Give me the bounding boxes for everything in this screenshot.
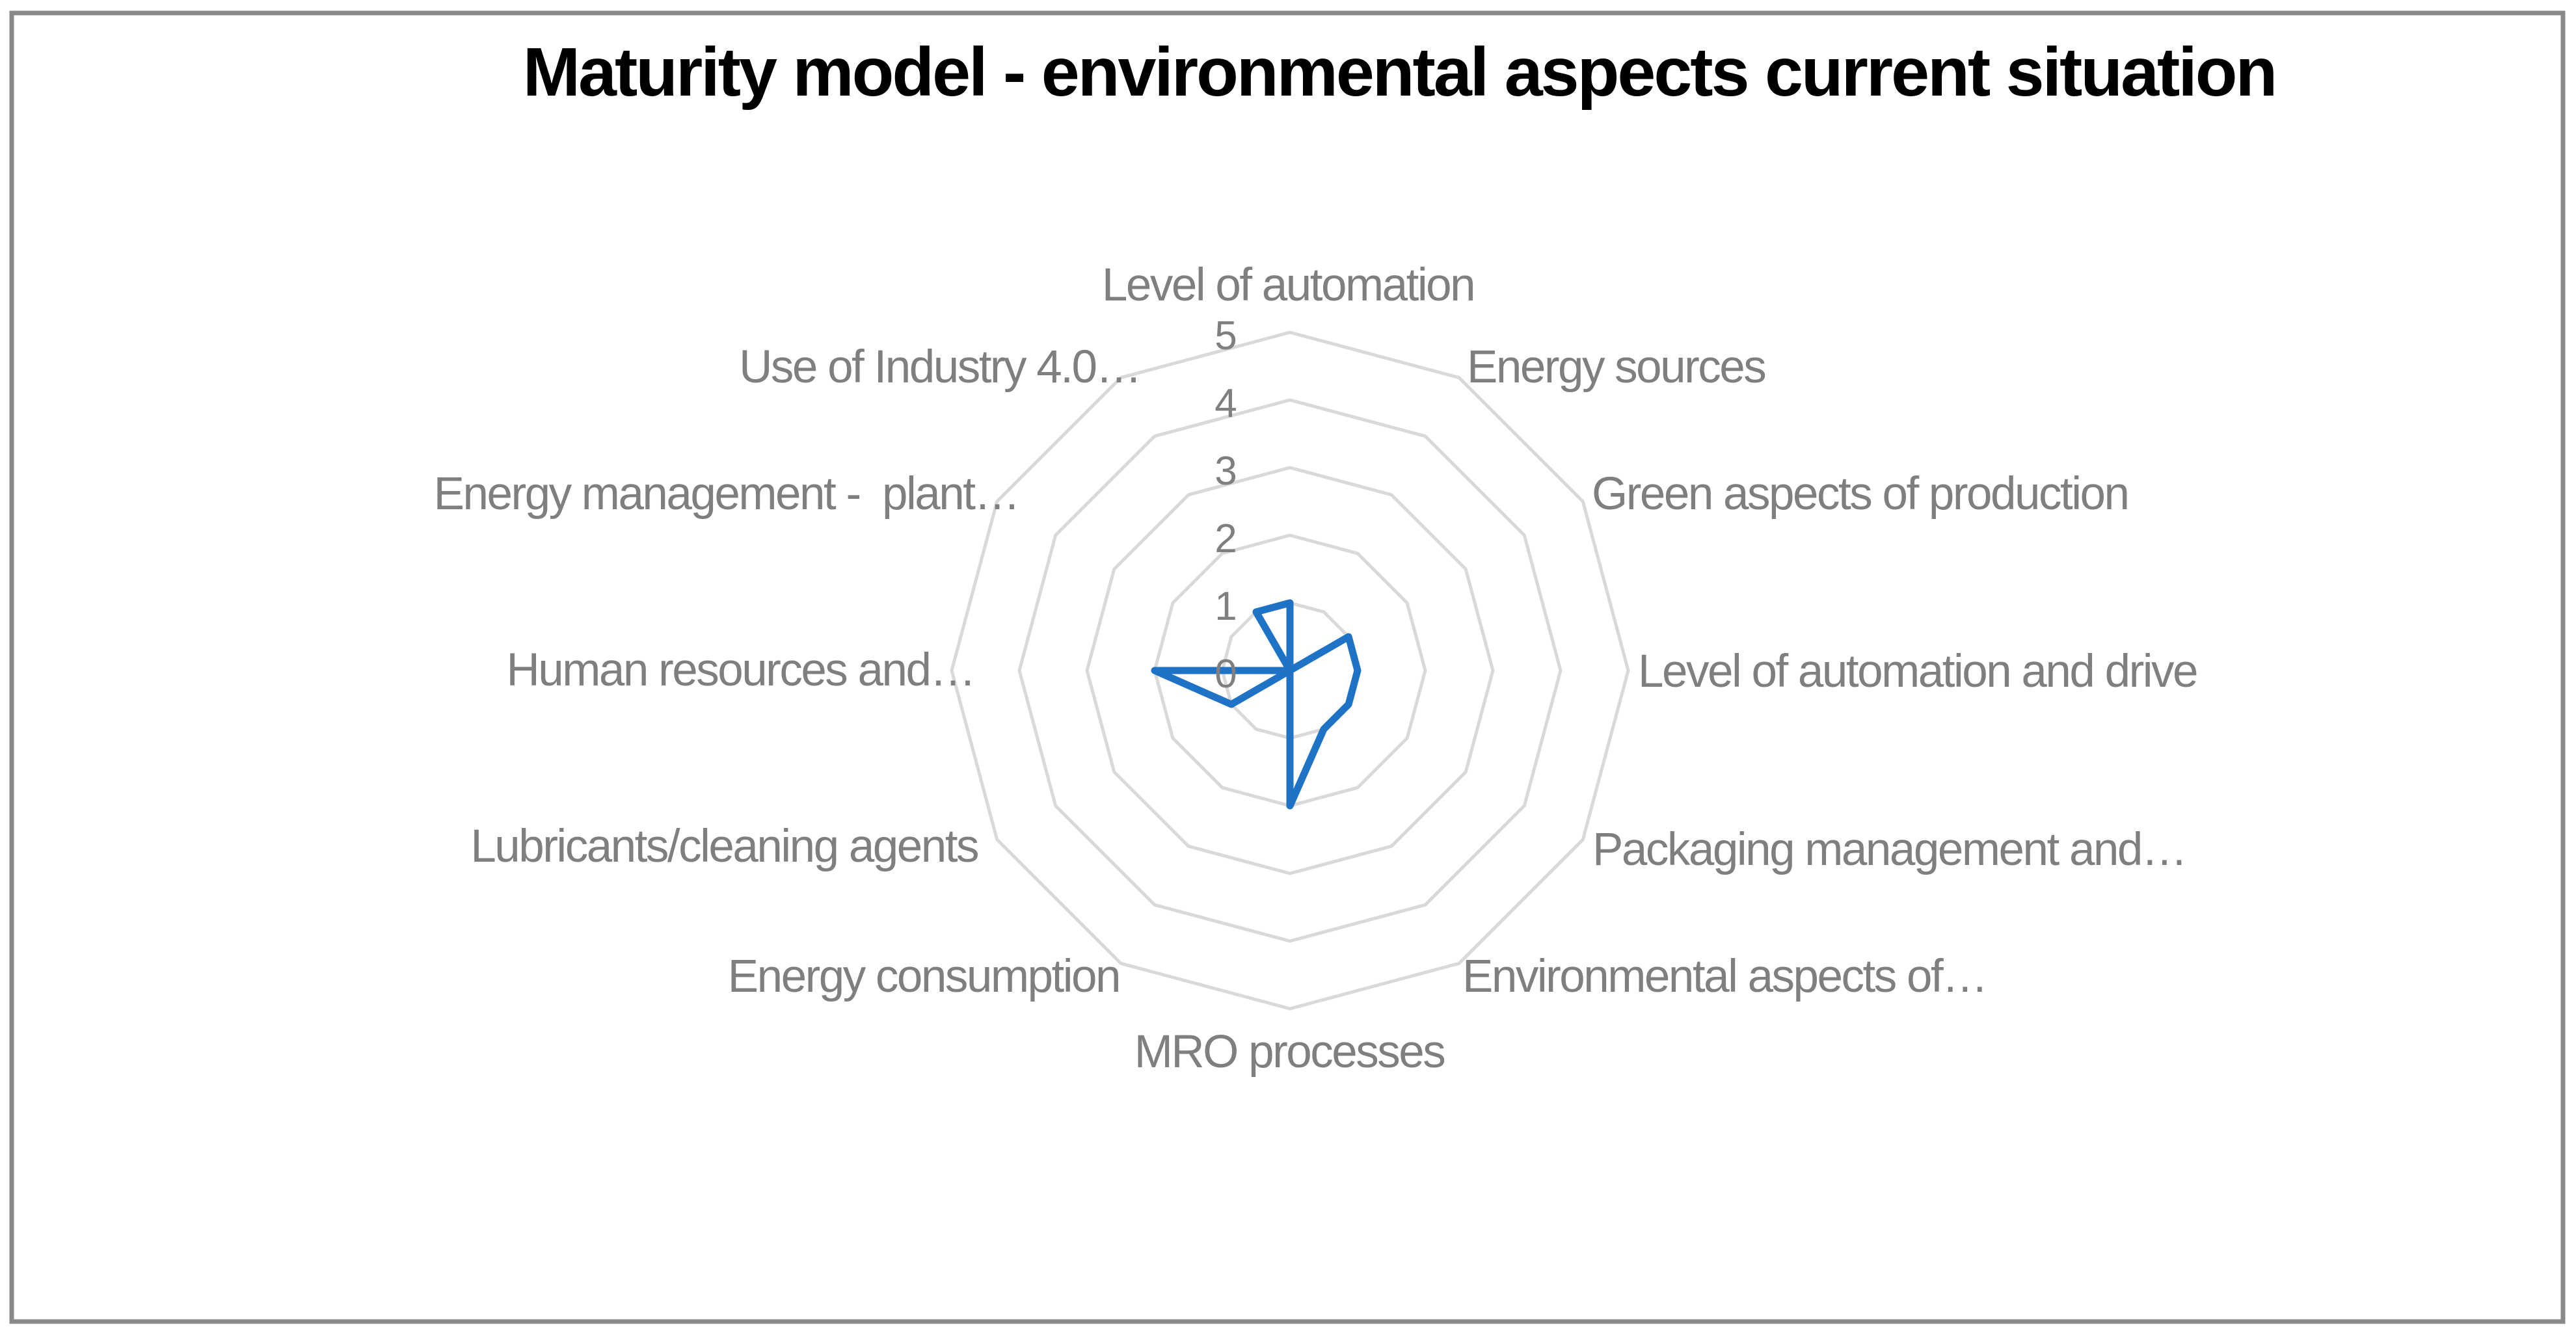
category-label-5: Environmental aspects of… (1462, 951, 1987, 1002)
category-label-9: Human resources and… (506, 645, 974, 696)
radar-gridline-rings (950, 330, 1630, 1011)
chart-title: Maturity model - environmental aspects c… (523, 34, 2276, 111)
value-axis-tick-1: 1 (1214, 584, 1236, 629)
category-label-4: Packaging management and… (1592, 824, 2186, 875)
category-label-7: Energy consumption (728, 951, 1120, 1002)
value-axis-tick-3: 3 (1214, 449, 1236, 494)
category-label-2: Green aspects of production (1592, 468, 2128, 520)
value-axis-tick-labels: 0 1 2 3 4 5 (1214, 313, 1237, 697)
category-label-0: Level of automation (1102, 259, 1474, 311)
category-label-3: Level of automation and drive (1638, 646, 2197, 697)
gridline-ring-5 (950, 330, 1630, 1011)
gridline-ring-4 (1017, 398, 1563, 943)
category-label-10: Energy management - plant… (434, 468, 1019, 520)
category-label-8: Lubricants/cleaning agents (470, 821, 978, 872)
radar-series (1151, 599, 1362, 810)
series-polygon-current-situation (1151, 599, 1362, 810)
gridline-ring-3 (1085, 466, 1495, 875)
chart-frame-border (9, 10, 2566, 1324)
value-axis-tick-2: 2 (1214, 516, 1236, 561)
value-axis-tick-4: 4 (1214, 381, 1236, 426)
category-label-1: Energy sources (1467, 341, 1765, 393)
value-axis-tick-0: 0 (1214, 652, 1236, 697)
category-label-6: MRO processes (1134, 1026, 1444, 1078)
category-label-11: Use of Industry 4.0… (739, 341, 1140, 393)
value-axis-tick-5: 5 (1214, 313, 1236, 358)
